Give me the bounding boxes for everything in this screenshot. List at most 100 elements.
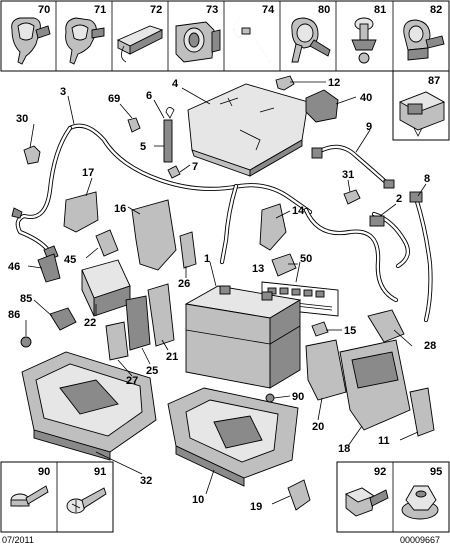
- box-label-82: 82: [430, 4, 442, 16]
- callout-46: 46: [8, 261, 20, 273]
- callout-11: 11: [378, 435, 390, 447]
- bracket-40: [305, 89, 339, 123]
- clamp-82-illustration: [403, 19, 445, 61]
- bracket-17: [63, 191, 99, 233]
- holder-73-illustration: [175, 21, 221, 63]
- footer-reference: 00009667: [400, 535, 440, 545]
- connector-31: [343, 189, 361, 205]
- bracket-20: [305, 339, 347, 401]
- battery-tray-32: [21, 351, 157, 461]
- box-label-91: 91: [94, 466, 106, 478]
- clip-7: [167, 165, 181, 179]
- clamp-80-illustration: [291, 17, 331, 63]
- callout-69: 69: [108, 93, 120, 105]
- callout-26: 26: [178, 278, 190, 290]
- sensor-cable-9: [311, 144, 395, 189]
- bracket-21: [147, 283, 175, 347]
- footer-date: 07/2011: [2, 535, 34, 545]
- box-label-71: 71: [94, 4, 106, 16]
- callout-labels: 3 69 4 6 5 7 12 40 9 30 17 31 2 8 14 16 …: [8, 77, 436, 513]
- callout-12: 12: [328, 77, 340, 89]
- battery-cover-4: [187, 83, 309, 177]
- bracket-25: [125, 295, 151, 351]
- terminal-81-illustration: [351, 17, 377, 64]
- clip-71-illustration: [65, 17, 105, 65]
- callout-31: 31: [342, 169, 354, 181]
- bracket-45: [95, 229, 119, 257]
- callout-25: 25: [146, 365, 158, 377]
- callout-90: 90: [292, 391, 304, 403]
- fuse-5: [163, 119, 173, 163]
- bottom-left-parts: 90 91: [0, 461, 114, 533]
- bracket-14: [259, 203, 287, 251]
- bracket-13: [271, 253, 297, 277]
- screw-90: [265, 393, 275, 403]
- callout-50: 50: [300, 253, 312, 265]
- callout-17: 17: [82, 167, 94, 179]
- clip-11: [409, 387, 435, 437]
- leader-lines: [25, 81, 427, 505]
- cable-8: [409, 191, 433, 323]
- nut-95-illustration: [401, 485, 439, 520]
- callout-22: 22: [84, 317, 96, 329]
- box-label-87: 87: [428, 75, 440, 87]
- callout-28: 28: [424, 340, 436, 352]
- box-label-90: 90: [38, 466, 50, 478]
- box-label-72: 72: [150, 4, 162, 16]
- nut-86: [20, 336, 32, 348]
- callout-86: 86: [8, 309, 20, 321]
- screw-90-illustration: [10, 485, 49, 507]
- clip-19: [287, 479, 311, 511]
- bracket-72-illustration: [116, 25, 164, 63]
- bracket-12: [275, 75, 295, 91]
- callout-5: 5: [140, 141, 146, 153]
- clip-6: [165, 107, 175, 119]
- callout-16: 16: [114, 203, 126, 215]
- callout-85: 85: [20, 293, 32, 305]
- box-label-80: 80: [318, 4, 330, 16]
- callout-13: 13: [252, 263, 264, 275]
- bottom-right-parts: 92 95: [336, 461, 450, 533]
- callout-10: 10: [192, 494, 204, 506]
- relay-85: [49, 307, 77, 331]
- callout-14: 14: [292, 205, 305, 217]
- clip-46: [37, 253, 61, 283]
- main-assembly: [11, 75, 435, 511]
- fuse-box-22: [81, 259, 131, 317]
- box-label-95: 95: [430, 466, 442, 478]
- callout-20: 20: [312, 421, 324, 433]
- callout-19: 19: [250, 501, 262, 513]
- callout-40: 40: [360, 92, 372, 104]
- clip-70-illustration: [11, 17, 51, 65]
- callout-18: 18: [338, 443, 350, 455]
- bracket-16: [131, 199, 177, 271]
- callout-3: 3: [60, 86, 66, 98]
- callout-6: 6: [146, 90, 152, 102]
- bolt-92-illustration: [345, 487, 389, 517]
- box-label-73: 73: [206, 4, 218, 16]
- callout-8: 8: [424, 173, 430, 185]
- cable-tie-74-illustration: [233, 17, 271, 63]
- callout-45: 45: [64, 254, 76, 266]
- callout-30: 30: [16, 113, 28, 125]
- callout-4: 4: [172, 78, 179, 90]
- bracket-27: [105, 321, 129, 361]
- box-label-92: 92: [374, 466, 386, 478]
- clip-15: [311, 321, 329, 337]
- clip-69: [127, 117, 141, 133]
- bracket-26: [179, 231, 197, 269]
- connector-30: [23, 145, 41, 165]
- callout-7: 7: [192, 161, 198, 173]
- callout-21: 21: [166, 351, 178, 363]
- battery-1: [184, 285, 302, 389]
- box-label-81: 81: [374, 4, 386, 16]
- callout-2: 2: [396, 193, 402, 205]
- callout-15: 15: [344, 325, 356, 337]
- callout-32: 32: [140, 475, 152, 487]
- callout-1: 1: [204, 253, 210, 265]
- box-label-74: 74: [262, 4, 275, 16]
- callout-9: 9: [366, 121, 372, 133]
- side-box-87: 87: [392, 70, 450, 141]
- box-label-70: 70: [38, 4, 50, 16]
